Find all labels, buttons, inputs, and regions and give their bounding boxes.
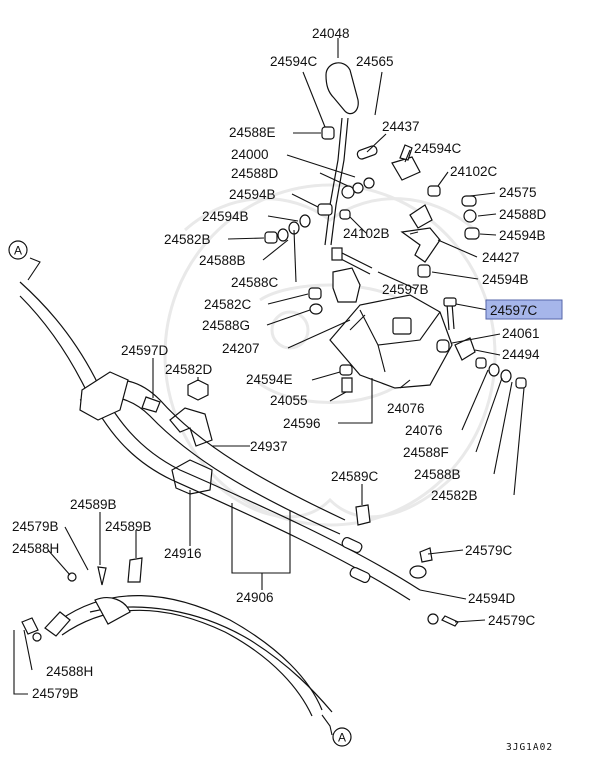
part-label[interactable]: 24594B <box>482 272 529 287</box>
part-label[interactable]: 24588E <box>229 125 276 140</box>
part-label[interactable]: 24076 <box>405 423 443 438</box>
part-label[interactable]: 24437 <box>382 119 420 134</box>
part-label[interactable]: 24582D <box>165 362 213 377</box>
part-label[interactable]: 24588F <box>403 445 449 460</box>
part-label[interactable]: 24207 <box>222 341 260 356</box>
leader-lines <box>13 38 525 736</box>
part-label[interactable]: 24597D <box>121 343 169 358</box>
part-label[interactable]: 24588D <box>499 207 547 222</box>
cable-lower-2 <box>61 609 313 717</box>
selected-part-highlight <box>485 299 563 320</box>
part-label[interactable]: 24596 <box>283 416 321 431</box>
part-labels: 24048 24594C 24565 24588E 24437 24000 24… <box>12 26 547 701</box>
part-label[interactable]: 24582B <box>431 488 478 503</box>
part-label[interactable]: 24102B <box>343 226 390 241</box>
part-label[interactable]: 24589C <box>331 469 379 484</box>
cable-upper-2 <box>19 295 411 601</box>
cable-upper-1 <box>19 281 421 591</box>
part-label[interactable]: 24916 <box>164 546 202 561</box>
part-label[interactable]: 24594D <box>468 591 516 606</box>
part-label[interactable]: 24588B <box>199 253 246 268</box>
part-label[interactable]: 24582B <box>164 232 211 247</box>
parts-artwork <box>19 62 527 717</box>
part-label[interactable]: 24427 <box>482 250 520 265</box>
part-label[interactable]: 24579C <box>465 543 513 558</box>
part-label[interactable]: 24048 <box>312 26 350 41</box>
ref-mark-label: A <box>14 244 22 258</box>
lever-bracket <box>400 227 441 263</box>
part-label[interactable]: 24588G <box>202 318 250 333</box>
part-label[interactable]: 24588B <box>414 467 461 482</box>
part-label[interactable]: 24076 <box>387 401 425 416</box>
part-label[interactable]: 24594E <box>246 372 293 387</box>
part-label[interactable]: 24579B <box>12 519 59 534</box>
watermark-emblem <box>163 183 497 527</box>
part-label[interactable]: 24589B <box>105 519 152 534</box>
ref-mark-a-top: A <box>8 240 28 260</box>
diagram-code: 3JG1A02 <box>506 742 553 753</box>
cable-lower-1 <box>59 595 323 711</box>
part-label[interactable]: 24937 <box>250 439 288 454</box>
part-label[interactable]: 24594C <box>414 141 462 156</box>
part-label[interactable]: 24055 <box>270 393 308 408</box>
part-label[interactable]: 24594B <box>202 209 249 224</box>
part-label[interactable]: 24061 <box>502 326 540 341</box>
part-label[interactable]: 24000 <box>231 147 269 162</box>
part-label[interactable]: 24579B <box>32 686 79 701</box>
part-label-selected[interactable]: 24597C <box>490 303 538 318</box>
shift-knob <box>325 62 359 115</box>
part-label[interactable]: 24597B <box>382 282 429 297</box>
part-label[interactable]: 24588C <box>231 275 279 290</box>
part-label[interactable]: 24594B <box>499 228 546 243</box>
part-label[interactable]: 24575 <box>499 185 537 200</box>
bracket-24582C <box>332 267 361 303</box>
shift-lever-rod <box>324 117 343 246</box>
bracket-24937 <box>169 407 213 447</box>
ref-mark-a-bottom: A <box>332 727 352 747</box>
cable-mount-bracket <box>79 371 129 421</box>
part-label[interactable]: 24589B <box>70 497 117 512</box>
part-label[interactable]: 24588H <box>12 541 59 556</box>
part-label[interactable]: 24588H <box>46 664 93 679</box>
part-label[interactable]: 24906 <box>236 590 274 605</box>
part-label[interactable]: 24594B <box>229 187 276 202</box>
part-label[interactable]: 24494 <box>502 347 540 362</box>
part-label[interactable]: 24565 <box>356 54 394 69</box>
part-label[interactable]: 24588D <box>231 166 279 181</box>
part-label[interactable]: 24582C <box>204 297 252 312</box>
ref-mark-label: A <box>338 731 346 745</box>
part-label[interactable]: 24594C <box>270 54 318 69</box>
part-label[interactable]: 24102C <box>450 164 498 179</box>
part-label[interactable]: 24579C <box>488 613 536 628</box>
clamp-24916 <box>171 459 213 495</box>
